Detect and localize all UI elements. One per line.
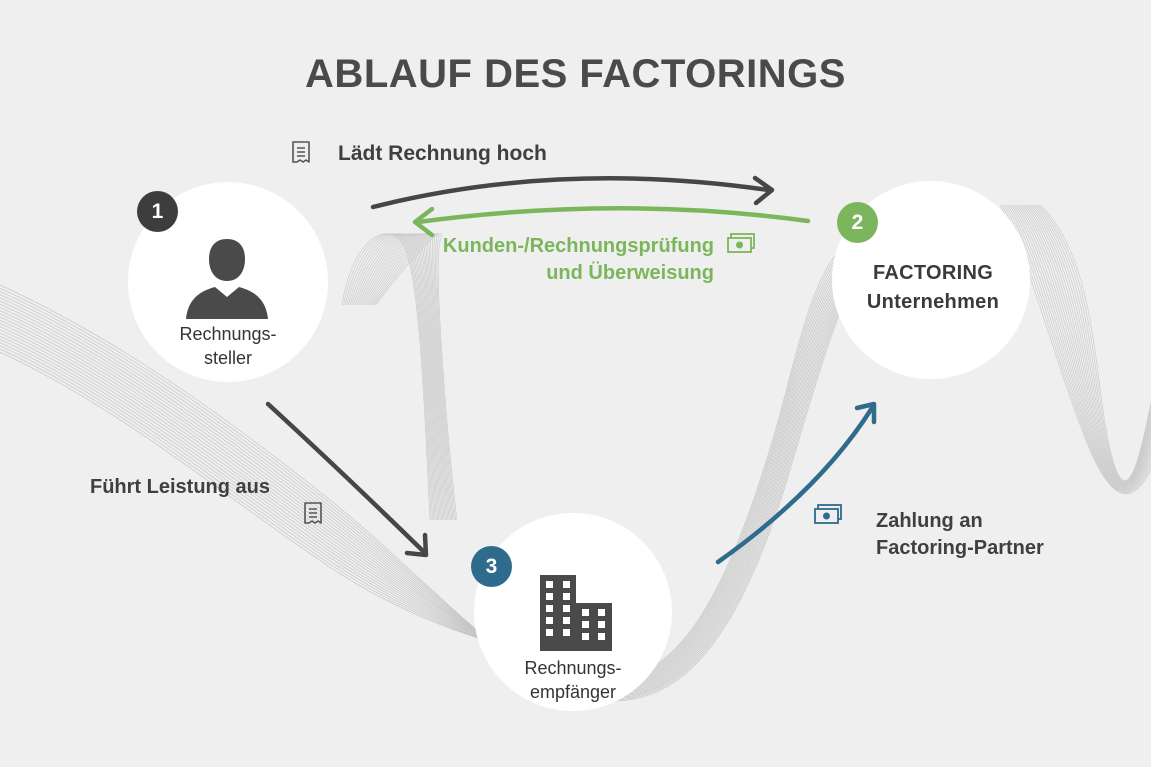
badge-3: 3 [471, 546, 512, 587]
arrow-upload-head [752, 175, 775, 206]
money-icon-green [727, 233, 755, 253]
arrow-check-head [412, 206, 435, 238]
label-upload: Lädt Rechnung hoch [338, 142, 547, 165]
label-check: Kunden-/Rechnungsprüfung und Überweisung [442, 235, 714, 284]
node-2-label: FACTORING Unternehmen [866, 262, 1000, 313]
label-payment: Zahlung an Factoring-Partner [876, 510, 1044, 559]
money-icon-blue [814, 504, 842, 524]
page-title: ABLAUF DES FACTORINGS [305, 52, 846, 96]
label-service: Führt Leistung aus [90, 476, 270, 498]
arrow-payment [715, 405, 875, 565]
arrow-service [265, 401, 427, 555]
arrow-payment-head [854, 401, 877, 425]
arrow-service-head [404, 532, 429, 558]
node-3-label: Rechnungs- empfänger [524, 658, 622, 702]
badge-2: 2 [837, 202, 878, 243]
arrow-upload [370, 176, 771, 210]
building-icon [540, 575, 612, 651]
badge-1: 1 [137, 191, 178, 232]
arrow-check [415, 206, 811, 225]
invoice-icon [292, 141, 310, 163]
invoice-icon [304, 502, 322, 524]
node-1-label: Rechnungs- steller [179, 324, 277, 368]
person-icon [186, 239, 268, 319]
